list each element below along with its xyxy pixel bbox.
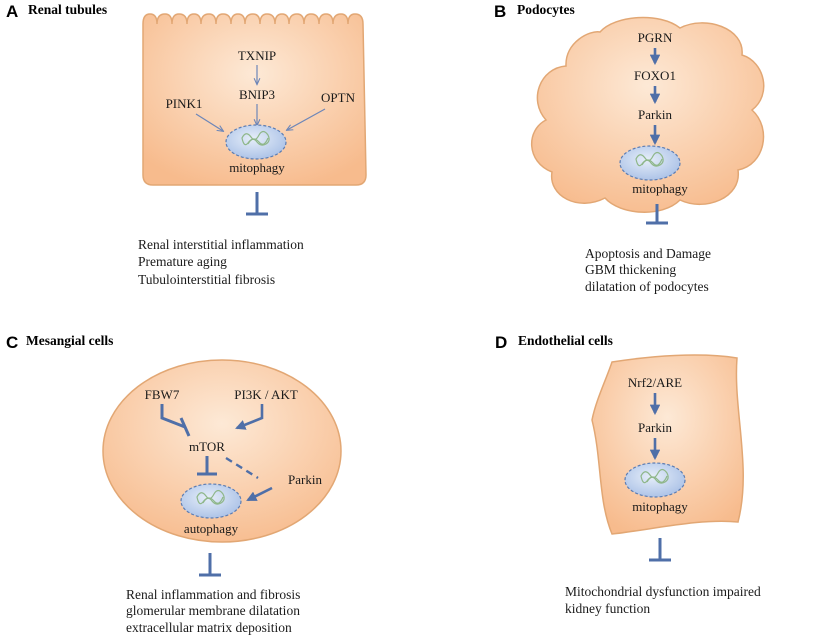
label-mtor: mTOR xyxy=(189,439,225,454)
renal-tubule-cell xyxy=(142,13,367,186)
label-bnip3: BNIP3 xyxy=(239,87,275,102)
panel-d-letter: D xyxy=(495,333,507,352)
panel-c-title: Mesangial cells xyxy=(26,333,113,348)
outcome-b-2: GBM thickening xyxy=(585,262,676,277)
panel-c-letter: C xyxy=(6,333,18,352)
label-b-parkin: Parkin xyxy=(638,107,672,122)
panel-a-letter: A xyxy=(6,2,18,21)
inhibition-icon xyxy=(246,192,268,216)
arrow-parkin-autophagy xyxy=(246,486,273,502)
panel-a: A Renal tubules TXNIP BNIP3 PINK1 OPTN m… xyxy=(6,2,367,287)
inhibition-icon xyxy=(160,404,191,437)
panel-d: D Endothelial cells Nrf2/ARE Parkin mito… xyxy=(495,333,761,616)
outcome-d-2: kidney function xyxy=(565,601,650,616)
panel-b-letter: B xyxy=(494,2,506,21)
mitochondrion-icon xyxy=(624,462,686,498)
outcome-c-3: extracellular matrix deposition xyxy=(126,620,292,635)
outcome-d-1: Mitochondrial dysfunction impaired xyxy=(565,584,761,599)
panel-b-title: Podocytes xyxy=(517,2,575,17)
outcome-a-2: Premature aging xyxy=(138,254,227,269)
label-a-process: mitophagy xyxy=(229,160,285,175)
outcome-b-3: dilatation of podocytes xyxy=(585,279,709,294)
label-foxo1: FOXO1 xyxy=(634,68,676,83)
inhibition-icon xyxy=(197,456,217,476)
mitochondrion-icon xyxy=(619,145,681,181)
label-b-process: mitophagy xyxy=(632,181,688,196)
panel-a-title: Renal tubules xyxy=(28,2,107,17)
mitochondrion-icon xyxy=(180,483,242,519)
label-c-parkin: Parkin xyxy=(288,472,322,487)
label-fbw7: FBW7 xyxy=(145,387,180,402)
label-pink1: PINK1 xyxy=(166,96,203,111)
outcome-a-3: Tubulointerstitial fibrosis xyxy=(138,272,275,287)
label-pgrn: PGRN xyxy=(638,30,673,45)
dashed-link-mtor-parkin xyxy=(225,456,259,480)
mitochondrion-icon xyxy=(225,124,287,160)
label-c-process: autophagy xyxy=(184,521,239,536)
endothelial-cell xyxy=(591,354,744,535)
outcome-a-1: Renal interstitial inflammation xyxy=(138,237,304,252)
arrow-pink1-mito xyxy=(195,113,223,131)
label-d-parkin: Parkin xyxy=(638,420,672,435)
podocyte-cell xyxy=(531,16,765,213)
label-d-process: mitophagy xyxy=(632,499,688,514)
outcome-c-2: glomerular membrane dilatation xyxy=(126,603,300,618)
label-pi3k-akt: PI3K / AKT xyxy=(234,387,298,402)
arrow-optn-mito xyxy=(287,108,326,130)
inhibition-icon xyxy=(199,553,221,577)
panel-d-title: Endothelial cells xyxy=(518,333,613,348)
outcome-b-1: Apoptosis and Damage xyxy=(585,246,711,261)
inhibition-icon xyxy=(649,538,671,562)
inhibition-icon xyxy=(646,204,668,225)
label-optn: OPTN xyxy=(321,90,356,105)
arrow-pi3k-mtor xyxy=(235,404,264,430)
outcome-c-1: Renal inflammation and fibrosis xyxy=(126,587,300,602)
label-txnip: TXNIP xyxy=(238,48,276,63)
panel-c: C Mesangial cells FBW7 PI3K / AKT mTOR P… xyxy=(6,333,342,635)
label-nrf2-are: Nrf2/ARE xyxy=(628,375,682,390)
panel-b: B Podocytes PGRN FOXO1 Parkin mitophagy … xyxy=(494,2,765,294)
